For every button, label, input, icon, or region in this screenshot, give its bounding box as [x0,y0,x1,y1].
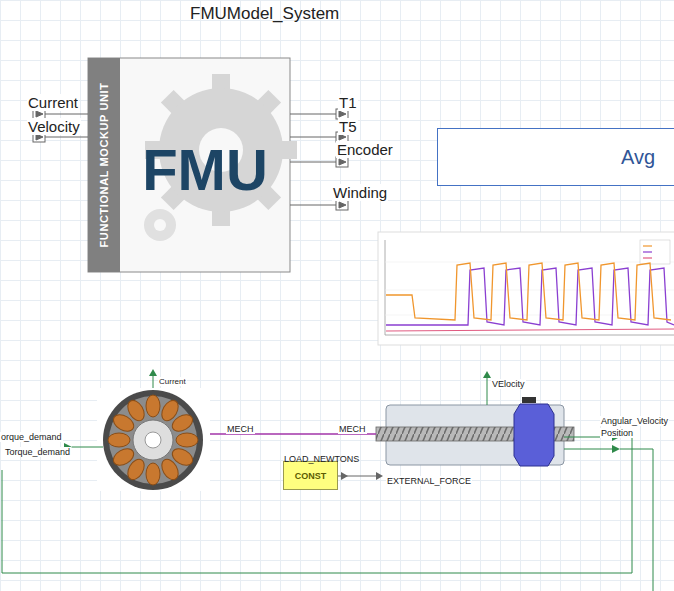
chart-thumbnail [378,232,674,345]
label-holder: Velocity [27,118,81,136]
avg-holder: Avg [621,129,655,185]
fmu-box: FMUModel_SystemFUNCTIONAL MOCKUP UNITFMU [88,58,290,272]
strip-holder: FUNCTIONAL MOCKUP UNIT [88,58,120,272]
signal-label: Torque_demand [4,447,71,457]
signal-label: orque_demand [0,432,63,442]
signal-label: VElocity [491,379,526,389]
label-holder: T5 [338,118,358,136]
fmu-logo-text: FMU [142,136,268,203]
signal-label: Velocity [27,118,81,135]
block-heading: LOAD_NEWTONS [284,454,359,464]
label-holder: orque_demand [0,426,63,444]
avg-box: Avg [437,128,674,186]
label-holder: Winding [332,184,388,202]
signal-label: Angular_Velocity [600,416,669,426]
signal-label: T1 [338,94,358,111]
const-holder: CONST [284,462,337,489]
logo-holder: FMU [120,58,290,272]
box-label: Avg [621,146,655,169]
signal-wires [2,369,653,591]
label-holder: Position [600,422,634,440]
label-holder: VElocity [491,373,526,391]
signal-label: Encoder [336,141,394,158]
diagram-title: FMUModel_System [190,4,339,24]
label-holder: Current [158,370,187,388]
label-holder: Current [27,94,79,112]
signal-label: Winding [332,184,388,201]
signal-label: Current [27,94,79,111]
block-label: CONST [295,471,327,481]
label-holder: EXTERNAL_FORCE [386,470,472,488]
signal-label: Current [158,377,187,386]
leadscrew-image [376,397,574,466]
signal-label: MECH [226,424,255,434]
label-holder: Encoder [336,141,394,159]
signal-label: EXTERNAL_FORCE [386,476,472,486]
label-holder: T1 [338,94,358,112]
label-holder: MECH [338,418,367,436]
const-block: LOAD_NEWTONSCONST [283,461,338,490]
motor-image [97,388,210,491]
vertical-caption: FUNCTIONAL MOCKUP UNIT [98,83,110,248]
label-holder: MECH [226,418,255,436]
fmu-block [88,58,297,272]
title-holder: FMUModel_System [190,4,339,24]
label-holder: Angular_Velocity [600,410,669,428]
heading-holder: LOAD_NEWTONS [284,448,359,466]
signal-label: T5 [338,118,358,135]
label-holder: Torque_demand [4,441,71,459]
signal-label: MECH [338,424,367,434]
signal-label: Position [600,428,634,438]
